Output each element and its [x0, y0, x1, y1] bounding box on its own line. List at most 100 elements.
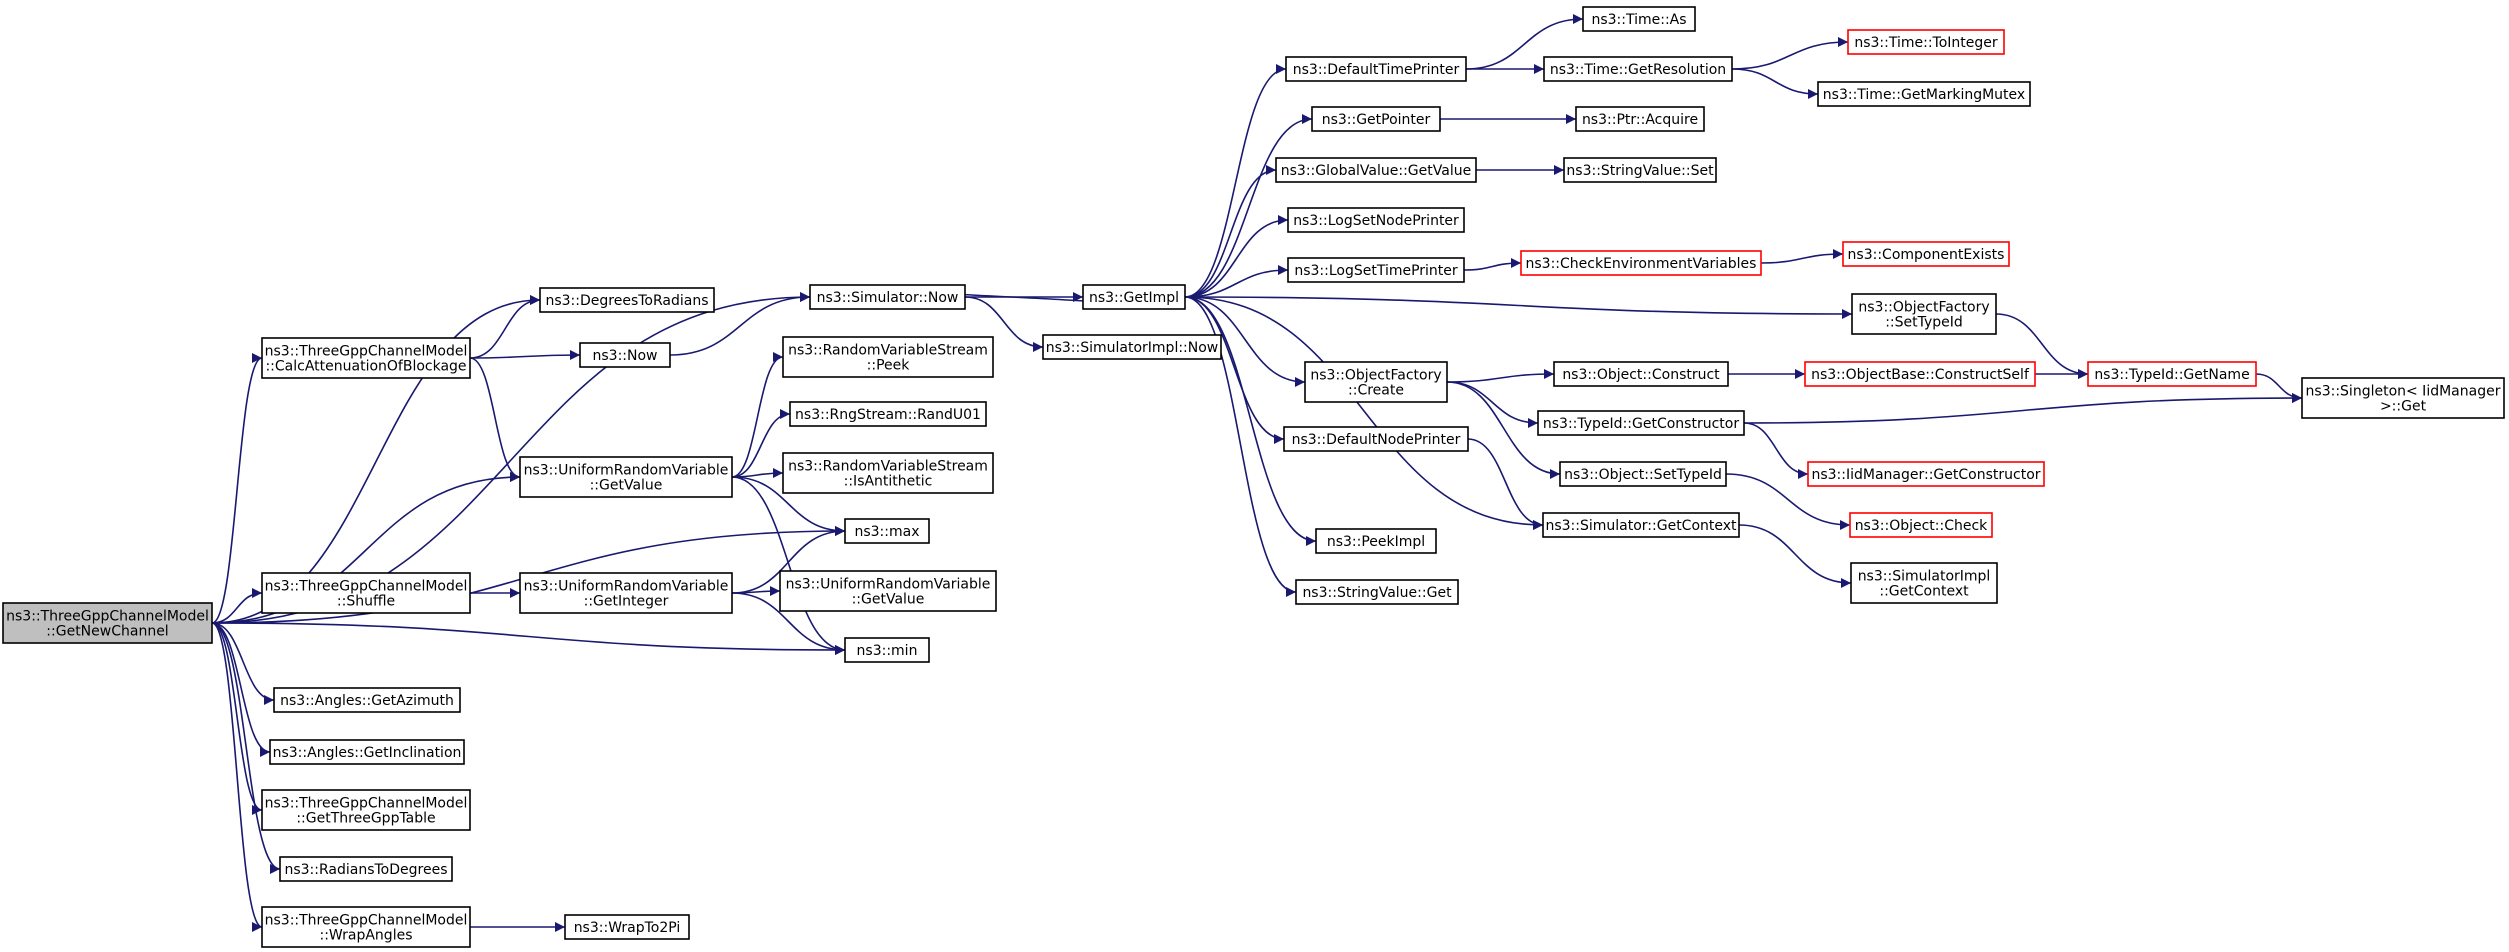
node-typeid_getname[interactable]: ns3::TypeId::GetName [2087, 361, 2257, 387]
node-getazimuth[interactable]: ns3::Angles::GetAzimuth [273, 687, 461, 713]
node-box-of_create [1304, 361, 1448, 403]
edge-getimpl-to-simulator_getcontext [1184, 296, 1544, 530]
edge-getnewchannel-to-getinclination [211, 622, 271, 757]
node-radianstodegrees[interactable]: ns3::RadiansToDegrees [279, 856, 453, 882]
node-label-object_construct-0: ns3::Object::Construct [1562, 367, 1720, 383]
node-box-stringvalue_get [1295, 579, 1459, 605]
node-label-componentexists-0: ns3::ComponentExists [1848, 247, 2005, 263]
node-calcattenuation[interactable]: ns3::ThreeGppChannelModel::CalcAttenuati… [261, 337, 471, 379]
edge-defaultnodeprinter-to-simulator_getcontext [1467, 438, 1544, 530]
node-label-ptr_acquire-0: ns3::Ptr::Acquire [1582, 112, 1698, 128]
node-box-object_check [1849, 512, 1993, 538]
node-wrapangles[interactable]: ns3::ThreeGppChannelModel::WrapAngles [261, 906, 471, 948]
node-singleton_get[interactable]: ns3::Singleton< IidManager >::Get [2301, 377, 2505, 419]
edge-getimpl-to-gv_getvalue [1184, 165, 1277, 298]
node-randu01[interactable]: ns3::RngStream::RandU01 [789, 401, 987, 427]
node-wrapto2pi[interactable]: ns3::WrapTo2Pi [564, 914, 690, 940]
node-label-of_create-1: ::Create [1348, 383, 1404, 399]
edge-getnewchannel-to-wrapangles [211, 622, 263, 932]
node-time_tointeger[interactable]: ns3::Time::ToInteger [1847, 29, 2005, 55]
node-componentexists[interactable]: ns3::ComponentExists [1842, 241, 2010, 267]
edge-urv_getinteger-to-max [731, 526, 846, 594]
node-label-time_as-0: ns3::Time::As [1591, 12, 1686, 28]
edge-getimpl-to-defaulttimeprinter [1184, 64, 1287, 298]
node-box-getimpl [1082, 284, 1186, 310]
node-getnewchannel[interactable]: ns3::ThreeGppChannelModel::GetNewChannel [2, 602, 213, 644]
node-object_construct[interactable]: ns3::Object::Construct [1553, 361, 1729, 387]
node-peekimpl[interactable]: ns3::PeekImpl [1315, 528, 1437, 554]
node-min[interactable]: ns3::min [844, 637, 930, 663]
node-label-logsettimeprinter-0: ns3::LogSetTimePrinter [1294, 263, 1458, 279]
node-box-time_tointeger [1847, 29, 2005, 55]
node-defaulttimeprinter[interactable]: ns3::DefaultTimePrinter [1285, 56, 1467, 82]
node-object_check[interactable]: ns3::Object::Check [1849, 512, 1993, 538]
node-max[interactable]: ns3::max [844, 518, 930, 544]
edge-of_create-to-object_settypeid [1446, 381, 1561, 479]
node-checkenv[interactable]: ns3::CheckEnvironmentVariables [1520, 250, 1762, 276]
node-of_settypeid[interactable]: ns3::ObjectFactory::SetTypeId [1851, 293, 1997, 335]
node-logsettimeprinter[interactable]: ns3::LogSetTimePrinter [1287, 257, 1465, 283]
nodes-layer: ns3::ThreeGppChannelModel::GetNewChannel… [2, 6, 2505, 948]
node-defaultnodeprinter[interactable]: ns3::DefaultNodePrinter [1283, 426, 1469, 452]
node-label-gv_getvalue-0: ns3::GlobalValue::GetValue [1281, 163, 1471, 179]
node-label-degreestoradians-0: ns3::DegreesToRadians [545, 293, 708, 309]
node-simulator_getcontext[interactable]: ns3::Simulator::GetContext [1542, 512, 1740, 538]
node-getthreegpptable[interactable]: ns3::ThreeGppChannelModel::GetThreeGppTa… [261, 789, 471, 831]
node-stringvalue_get[interactable]: ns3::StringValue::Get [1295, 579, 1459, 605]
node-box-getazimuth [273, 687, 461, 713]
node-logsetnodeprinter[interactable]: ns3::LogSetNodePrinter [1287, 207, 1465, 233]
node-getpointer[interactable]: ns3::GetPointer [1311, 106, 1441, 132]
edge-getnewchannel-to-calcattenuation [211, 353, 263, 624]
node-box-simulator_getcontext [1542, 512, 1740, 538]
node-label-getnewchannel-0: ns3::ThreeGppChannelModel [6, 609, 209, 625]
node-getinclination[interactable]: ns3::Angles::GetInclination [269, 739, 465, 765]
node-label-of_settypeid-0: ns3::ObjectFactory [1858, 300, 1989, 316]
node-box-peekimpl [1315, 528, 1437, 554]
node-ptr_acquire[interactable]: ns3::Ptr::Acquire [1575, 106, 1705, 132]
node-label-radianstodegrees-0: ns3::RadiansToDegrees [284, 862, 447, 878]
node-time_getresolution[interactable]: ns3::Time::GetResolution [1543, 56, 1733, 82]
node-now[interactable]: ns3::Now [579, 342, 671, 368]
node-box-simulator_now [809, 284, 966, 310]
edge-getnewchannel-to-getazimuth [211, 622, 275, 705]
node-time_getmarkingmutex[interactable]: ns3::Time::GetMarkingMutex [1817, 81, 2031, 107]
node-box-defaultnodeprinter [1283, 426, 1469, 452]
node-typeid_getconstructor[interactable]: ns3::TypeId::GetConstructor [1537, 410, 1745, 436]
node-box-urv_getvalue2 [779, 570, 997, 612]
node-iidmanager_getconstructor[interactable]: ns3::IidManager::GetConstructor [1807, 461, 2045, 487]
node-objectbase_constructself[interactable]: ns3::ObjectBase::ConstructSelf [1804, 361, 2036, 387]
node-label-getazimuth-0: ns3::Angles::GetAzimuth [280, 693, 454, 709]
node-shuffle[interactable]: ns3::ThreeGppChannelModel::Shuffle [261, 572, 471, 614]
node-label-isantithetic-0: ns3::RandomVariableStream [788, 459, 988, 475]
node-box-time_getresolution [1543, 56, 1733, 82]
node-stringvalue_set[interactable]: ns3::StringValue::Set [1563, 157, 1717, 183]
node-simimpl_getcontext[interactable]: ns3::SimulatorImpl::GetContext [1850, 562, 1998, 604]
node-getimpl[interactable]: ns3::GetImpl [1082, 284, 1186, 310]
node-rvs_peek[interactable]: ns3::RandomVariableStream::Peek [782, 336, 994, 378]
node-box-componentexists [1842, 241, 2010, 267]
node-isantithetic[interactable]: ns3::RandomVariableStream::IsAntithetic [782, 452, 994, 494]
node-simimpl_now[interactable]: ns3::SimulatorImpl::Now [1042, 334, 1222, 360]
edge-urv_getinteger-to-min [731, 592, 846, 655]
edge-of_settypeid-to-typeid_getname [1995, 313, 2089, 379]
node-box-simimpl_now [1042, 334, 1222, 360]
node-label-shuffle-0: ns3::ThreeGppChannelModel [265, 579, 468, 595]
node-urv_getvalue2[interactable]: ns3::UniformRandomVariable::GetValue [779, 570, 997, 612]
node-simulator_now[interactable]: ns3::Simulator::Now [809, 284, 966, 310]
node-degreestoradians[interactable]: ns3::DegreesToRadians [539, 287, 715, 313]
node-box-max [844, 518, 930, 544]
node-of_create[interactable]: ns3::ObjectFactory::Create [1304, 361, 1448, 403]
node-object_settypeid[interactable]: ns3::Object::SetTypeId [1559, 461, 1727, 487]
edge-urv_getvalue-to-min [731, 476, 846, 655]
edge-checkenv-to-componentexists [1760, 249, 1844, 264]
node-label-time_getresolution-0: ns3::Time::GetResolution [1550, 62, 1726, 78]
node-box-now [579, 342, 671, 368]
node-box-shuffle [261, 572, 471, 614]
node-urv_getinteger[interactable]: ns3::UniformRandomVariable::GetInteger [519, 572, 733, 614]
node-box-object_settypeid [1559, 461, 1727, 487]
node-box-logsettimeprinter [1287, 257, 1465, 283]
node-urv_getvalue[interactable]: ns3::UniformRandomVariable::GetValue [519, 456, 733, 498]
node-gv_getvalue[interactable]: ns3::GlobalValue::GetValue [1275, 157, 1477, 183]
node-time_as[interactable]: ns3::Time::As [1582, 6, 1696, 32]
node-label-getimpl-0: ns3::GetImpl [1089, 290, 1179, 306]
